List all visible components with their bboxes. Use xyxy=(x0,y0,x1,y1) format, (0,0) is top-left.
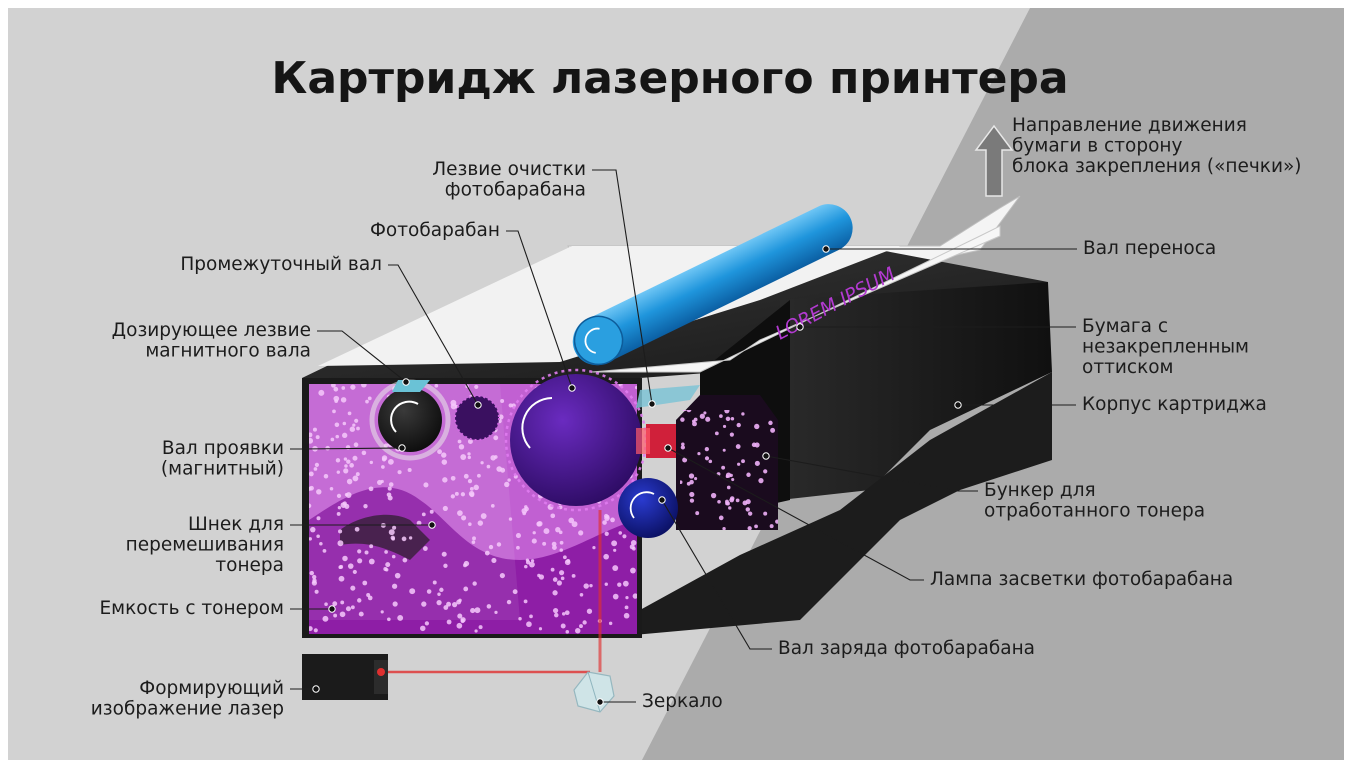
leader-dot-laser xyxy=(312,685,320,693)
label-line: отработанного тонера xyxy=(984,501,1205,522)
leader-dot-cleaning-blade xyxy=(648,400,656,408)
label-line: Промежуточный вал xyxy=(180,254,382,275)
label-line: Формирующий xyxy=(139,678,284,699)
leader-erase-lamp xyxy=(667,447,924,581)
leader-dot-doctor-blade xyxy=(402,378,410,386)
label-intermediate-roller: Промежуточный вал xyxy=(180,254,382,275)
label-line: Вал проявки xyxy=(162,438,284,459)
label-line: Вал переноса xyxy=(1083,238,1216,259)
label-line: (магнитный) xyxy=(161,459,284,480)
tank-glass xyxy=(309,384,520,620)
label-toner-tank: Емкость с тонером xyxy=(99,598,284,619)
diagram-title: Картридж лазерного принтера xyxy=(271,53,1068,104)
leader-dot-waste-hopper xyxy=(762,452,770,460)
label-line: магнитного вала xyxy=(145,341,311,362)
label-line: Фотобарабан xyxy=(370,220,500,241)
label-line: Дозирующее лезвие xyxy=(112,320,311,341)
leader-developer-roller xyxy=(290,447,403,450)
photodrum-rotation-icon xyxy=(521,397,553,449)
label-line: Корпус картриджа xyxy=(1082,394,1267,415)
leader-dot-transfer-roller xyxy=(822,245,830,253)
developer-roller xyxy=(378,388,442,452)
leader-dot-erase-lamp xyxy=(664,444,672,452)
label-line: Емкость с тонером xyxy=(99,598,284,619)
label-housing: Корпус картриджа xyxy=(1082,394,1267,415)
paper-direction-arrow-icon xyxy=(974,124,1014,197)
label-line: Шнек для xyxy=(188,514,284,535)
waste-toner-particles xyxy=(680,410,778,530)
label-line: Лезвие очистки xyxy=(432,159,586,180)
label-line: оттиском xyxy=(1082,357,1174,378)
leader-dot-developer-roller xyxy=(398,444,406,452)
auger xyxy=(340,514,430,560)
label-line: Бункер для xyxy=(984,480,1096,501)
erase-lamp xyxy=(646,424,680,458)
leader-dot-charge-roller xyxy=(658,496,666,504)
label-line: изображение лазер xyxy=(91,699,284,720)
label-developer-roller: Вал проявки(магнитный) xyxy=(161,438,284,480)
label-line: фотобарабана xyxy=(445,180,586,201)
waste-hopper xyxy=(676,395,778,530)
leader-dot-auger xyxy=(428,521,436,529)
label-line: Вал заряда фотобарабана xyxy=(778,638,1035,659)
intermediate-roller xyxy=(454,395,500,441)
leader-photodrum xyxy=(506,230,573,389)
leader-dot-toner-tank xyxy=(328,605,336,613)
label-line: Бумага с xyxy=(1082,316,1168,337)
leader-intermediate-roller xyxy=(388,264,479,406)
paper-sheet xyxy=(591,225,1001,373)
label-transfer-roller: Вал переноса xyxy=(1083,238,1216,259)
leader-dot-intermediate-roller xyxy=(474,401,482,409)
leader-dot-mirror xyxy=(596,698,604,706)
label-line: тонера xyxy=(215,555,284,576)
erase-lamp-glow xyxy=(636,428,650,454)
leader-charge-roller xyxy=(661,499,772,650)
label-mirror: Зеркало xyxy=(642,691,723,712)
leader-doctor-blade xyxy=(317,330,407,383)
label-photodrum: Фотобарабан xyxy=(370,220,500,241)
label-line: Направление движения xyxy=(1012,115,1247,136)
leader-waste-hopper xyxy=(765,455,978,492)
leader-cleaning-blade xyxy=(592,169,653,405)
leader-dot-housing xyxy=(954,401,962,409)
leader-dot-photodrum xyxy=(568,384,576,392)
leader-dot-paper xyxy=(796,323,804,331)
label-line: Зеркало xyxy=(642,691,723,712)
charge-roller xyxy=(618,478,678,538)
housing-bottom-sweep xyxy=(600,372,1052,638)
laser-unit xyxy=(302,654,388,700)
label-line: Лампа засветки фотобарабана xyxy=(930,569,1233,590)
label-erase-lamp: Лампа засветки фотобарабана xyxy=(930,569,1233,590)
photodrum xyxy=(510,374,642,506)
transfer-roller xyxy=(572,204,853,366)
label-line: блока закрепления («печки») xyxy=(1012,156,1302,177)
housing-side xyxy=(780,282,1052,500)
leader-lines xyxy=(290,169,1077,706)
developer-rotation-icon xyxy=(390,400,419,433)
label-line: бумаги в сторону xyxy=(1012,136,1182,157)
doctor-blade xyxy=(392,380,430,392)
label-charge-roller: Вал заряда фотобарабана xyxy=(778,638,1035,659)
label-line: незакрепленным xyxy=(1082,337,1249,358)
charge-rotation-icon xyxy=(629,491,655,519)
label-line: перемешивания xyxy=(126,535,284,556)
